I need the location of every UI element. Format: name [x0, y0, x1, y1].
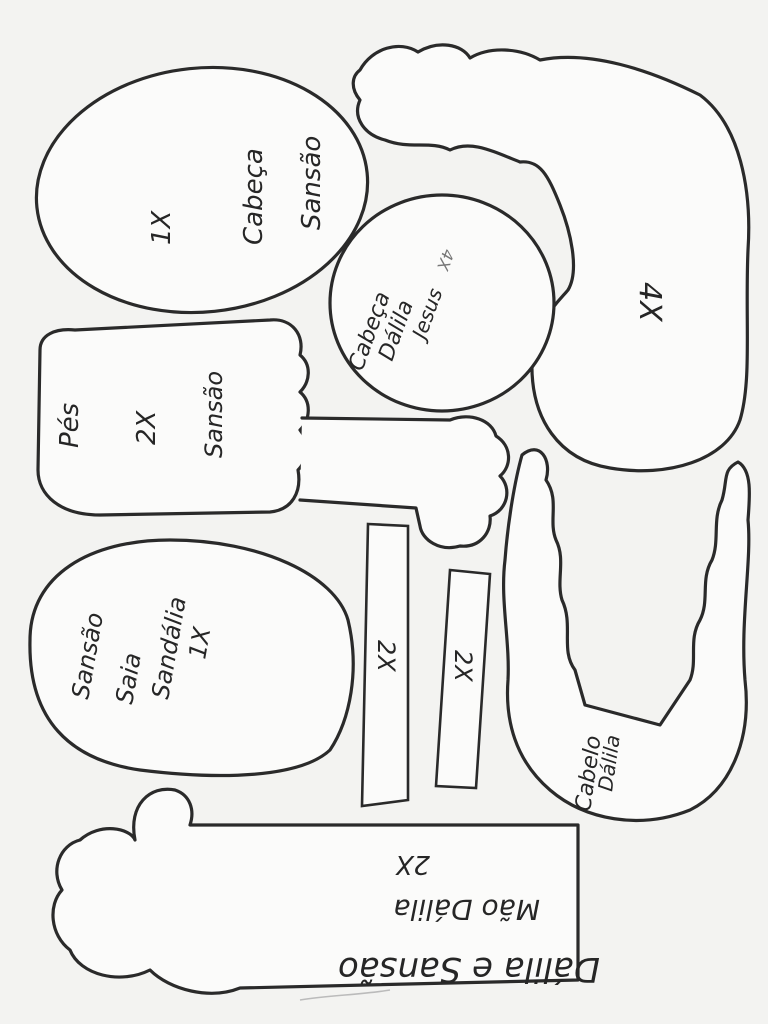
- piece-cabeca-dalila: Cabeça Dálila Jesus 4X: [328, 193, 556, 413]
- pes-label-1: Pés: [55, 403, 85, 448]
- mao-label: Mão Dálila: [393, 893, 540, 926]
- piece-mao: Mão Dálila 2X: [51, 787, 580, 995]
- pencil-mark: [299, 989, 391, 1001]
- saia-count: 1X: [183, 624, 216, 661]
- pes-count: 2X: [132, 409, 162, 445]
- page-title: Dálila e Sansão: [338, 949, 600, 989]
- cabeca-sansao-count: 1X: [147, 209, 177, 245]
- tira-1-count: 2X: [372, 640, 400, 672]
- piece-tira-1: 2X: [360, 522, 410, 808]
- piece-braco: [298, 415, 511, 550]
- mao-count: 2X: [394, 849, 430, 879]
- piece-tira-2: 2X: [434, 568, 492, 790]
- piece-cabelo-4x: 4X: [351, 43, 751, 473]
- piece-cabelo-dalila: Cabelo Dálila: [502, 448, 752, 822]
- cabelo-4x-count: 4X: [632, 282, 667, 323]
- piece-pes: Pés 2X Sansão: [36, 318, 310, 517]
- piece-saia: Sansão Saia Sandália 1X: [28, 538, 355, 778]
- tira-2-count: 2X: [449, 650, 477, 682]
- pes-label-2: Sansão: [200, 371, 228, 458]
- cabeca-sansao-label-2: Sansão: [297, 136, 327, 230]
- piece-cabeca-sansao: 1X Cabeça Sansão: [34, 65, 370, 315]
- cabeca-sansao-label-1: Cabeça: [239, 148, 269, 245]
